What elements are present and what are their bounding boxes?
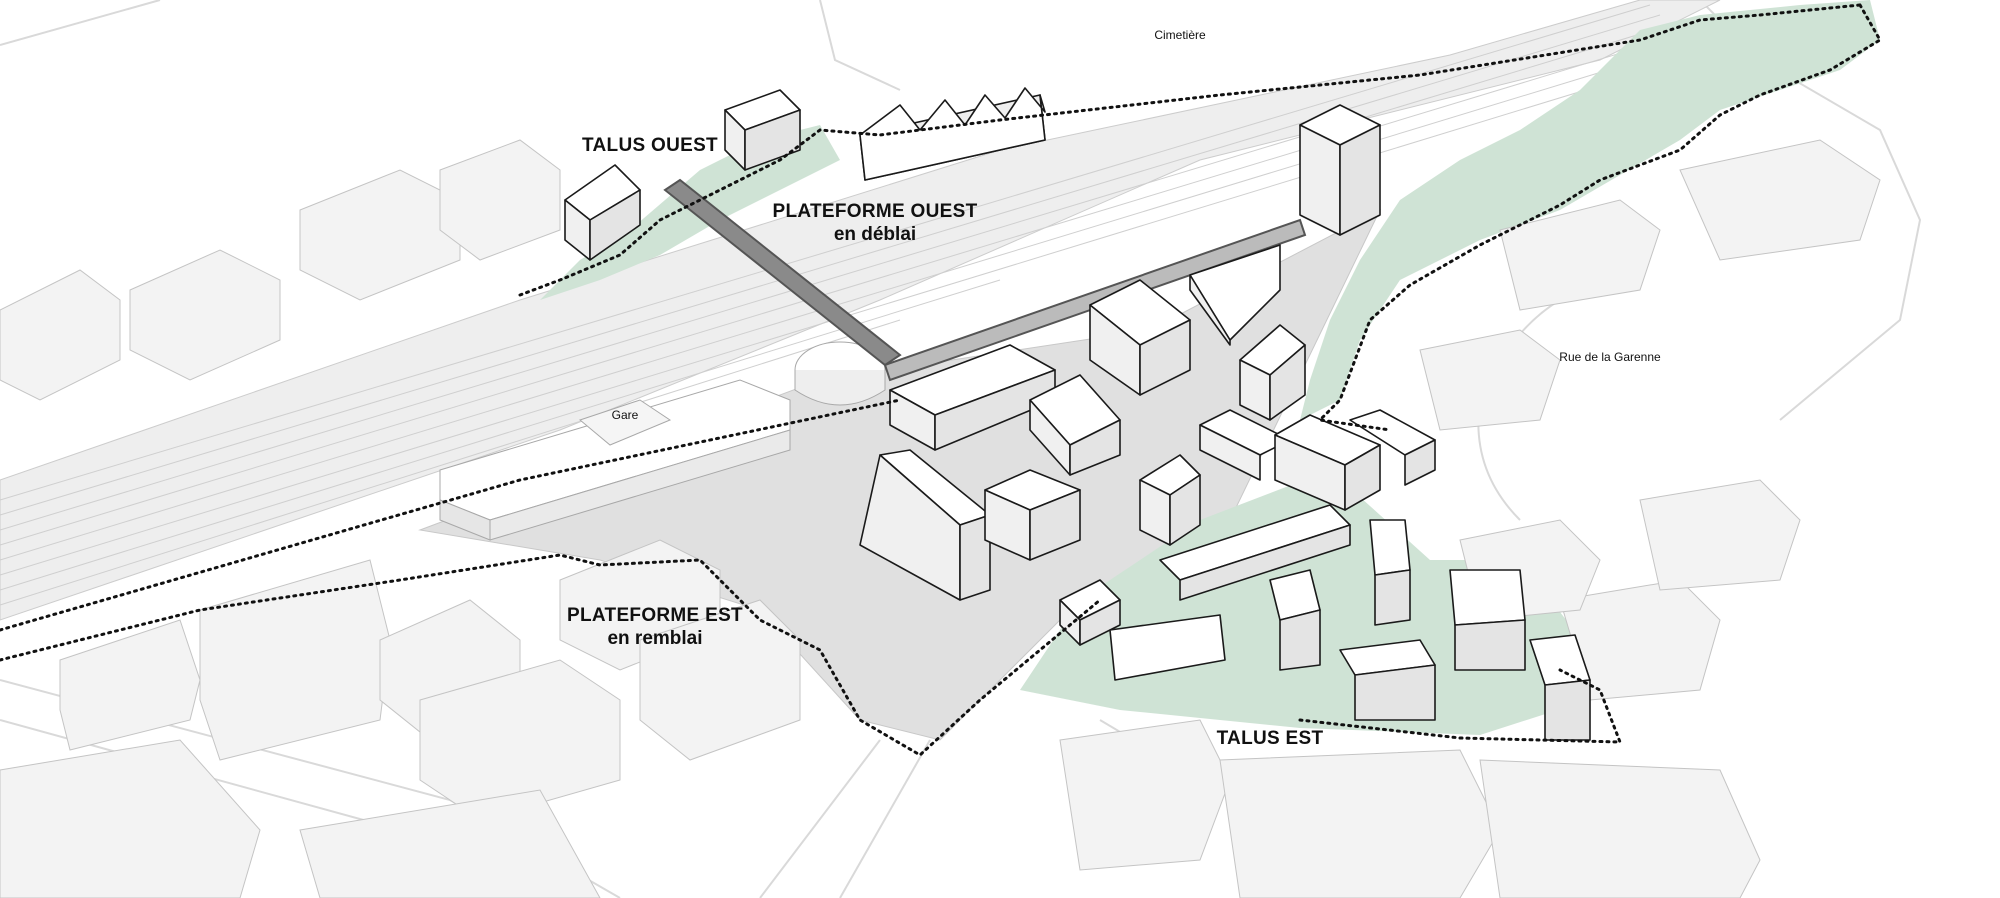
boundary-river-east (1316, 3, 1883, 432)
building-talus-ouest-2 (564, 164, 641, 261)
label-plateforme-ouest-sub: en déblai (833, 224, 917, 245)
label-talus-est: TALUS EST (1216, 728, 1324, 749)
building-talus-est-5 (1529, 634, 1591, 741)
building-j (1349, 409, 1436, 486)
label-plateforme-ouest: PLATEFORME OUEST (772, 201, 978, 222)
boundary-plateforme-est (0, 553, 1102, 757)
building-m (1059, 579, 1121, 646)
building-talus-est-1 (1269, 569, 1321, 671)
building-block-b (1029, 374, 1121, 476)
dotted-boundaries (0, 3, 1883, 757)
building-f (1189, 244, 1281, 346)
building-stack-e (1089, 279, 1191, 396)
tower-north (1299, 104, 1381, 236)
building-k (1139, 454, 1201, 546)
boundary-talus-est (1298, 668, 1623, 744)
building-g (1239, 324, 1306, 421)
rail-tracks (0, 4, 1701, 606)
boundary-plateforme-ouest (518, 3, 1862, 297)
green-zone-talus-ouest (540, 125, 840, 300)
label-rue-de-la-garenne: Rue de la Garenne (1559, 350, 1661, 364)
green-zone-river (1300, 0, 1880, 420)
label-talus-ouest: TALUS OUEST (582, 135, 718, 156)
building-talus-est-2 (1369, 519, 1411, 626)
building-block-d (984, 469, 1081, 561)
boundary-rail-west (0, 398, 902, 632)
footbridge (663, 178, 1307, 382)
label-cimetiere: Cimetière (1154, 28, 1206, 42)
building-talus-est-4 (1449, 569, 1526, 671)
context-buildings (0, 139, 1881, 898)
label-plateforme-est: PLATEFORME EST (567, 605, 743, 626)
station-building (439, 341, 886, 541)
building-i (1274, 414, 1381, 511)
building-n (1109, 614, 1226, 681)
building-l-long (1159, 504, 1351, 601)
building-talus-est-3 (1339, 639, 1436, 721)
building-h (1199, 409, 1291, 481)
sawtooth-building (859, 87, 1046, 181)
project-buildings (564, 87, 1591, 741)
building-block-c (859, 449, 991, 601)
label-plateforme-est-sub: en remblai (607, 628, 703, 649)
label-gare: Gare (611, 408, 639, 422)
